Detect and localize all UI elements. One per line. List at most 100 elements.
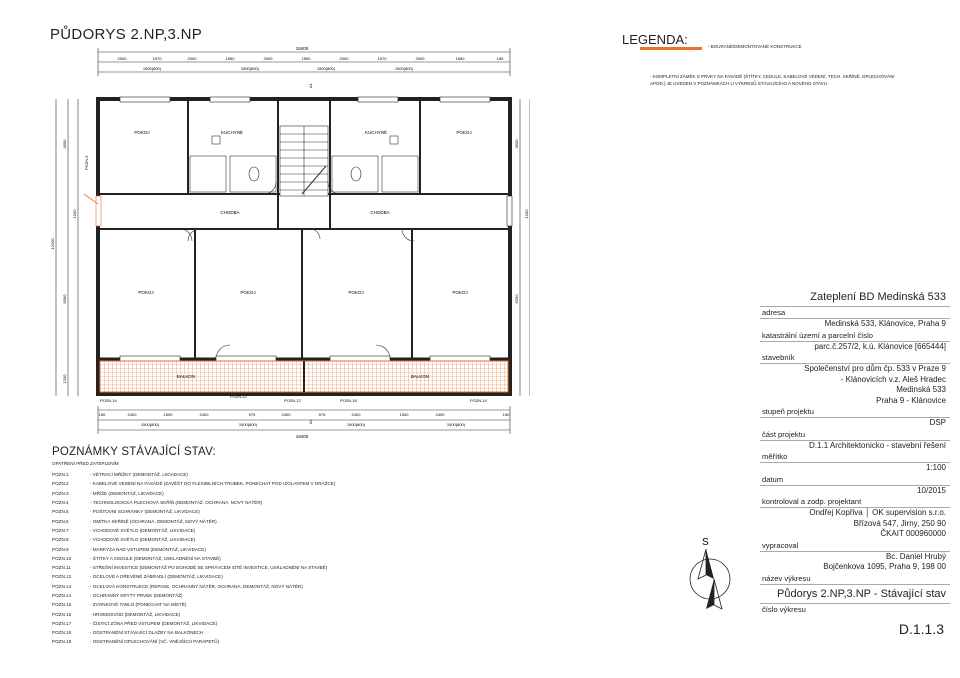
room-label: POKOJ — [452, 290, 467, 295]
value-meritko: 1:100 — [925, 463, 946, 472]
note-item: POZN.19- ODSTRANĚNÍ OPLECHOVÁNÍ (VČ. VNĚ… — [52, 639, 220, 645]
svg-text:1500(800): 1500(800) — [395, 66, 414, 71]
value-stavebnik: Praha 9 - Klánovice — [876, 395, 946, 405]
label-stupen: stupeň projektu — [760, 406, 950, 418]
legend-title: LEGENDA: — [622, 32, 688, 47]
note-item: POZN.11- STŘEŠNÍ INVESTICE (DEMONTÁŽ PO … — [52, 565, 328, 571]
north-arrow-icon: S — [689, 537, 731, 610]
note-item: POZN.1- VĚTRACÍ MŘÍŽKY (DEMONTÁŽ, LIKVID… — [52, 472, 188, 478]
project-name: Zateplení BD Medinská 533 — [760, 288, 950, 307]
windows — [95, 96, 513, 362]
room-label: POKOJ — [348, 290, 363, 295]
svg-text:1500(800): 1500(800) — [447, 422, 466, 427]
legend-demolition-swatch — [640, 47, 702, 50]
svg-text:1500(800): 1500(800) — [141, 422, 160, 427]
left-dimensions — [55, 99, 79, 396]
label-stavebnik: stavebník — [760, 352, 950, 364]
svg-text:A1: A1 — [308, 82, 313, 88]
room-labels: POKOJ KUCHYNĚ KUCHYNĚ POKOJ CHODBA CHODB… — [134, 128, 471, 379]
svg-text:2000: 2000 — [416, 56, 426, 61]
svg-text:6250: 6250 — [514, 294, 519, 304]
drawing-name: Půdorys 2.NP,3.NP - Stávající stav — [760, 585, 950, 604]
room-label: BALKON — [177, 374, 195, 379]
svg-text:2000: 2000 — [340, 56, 350, 61]
svg-text:1570: 1570 — [378, 56, 388, 61]
room-label: POKOJ — [240, 290, 255, 295]
note-item: POZN.12- OCELOVÉ A DŘEVĚNÉ ZÁBRADLÍ (DEM… — [52, 574, 223, 580]
note-item: POZN.17- ČISTICÍ ZÓNA PŘED VSTUPEM (DEMO… — [52, 620, 218, 626]
value-kontrol: Břízová 547, Jirny, 250 90 — [853, 518, 946, 528]
drawing-number: D.1.1.3 — [898, 620, 944, 637]
dim-top-segments: 2000 1570 2000 1550 2000 1550 2000 1570 … — [118, 56, 505, 61]
label-katastr: katastrální území a parcelní číslo — [760, 330, 950, 342]
room-label: POKOJ — [456, 130, 471, 135]
room-label: CHODBA — [370, 210, 389, 215]
room-label: POKOJ — [138, 290, 153, 295]
value-stavebnik: Medinská 533 — [896, 385, 946, 394]
svg-text:2400: 2400 — [200, 412, 210, 417]
label-vypracoval: vypracoval — [760, 540, 950, 552]
legend-demolition-label: - BOURANÉ/DEMONTOVANÉ KONSTRUKCE — [708, 44, 802, 49]
label-adresa: adresa — [760, 307, 950, 319]
svg-text:2400: 2400 — [436, 412, 446, 417]
note-item: POZN.16- HROMOSVOD (DEMONTÁŽ, LIKVIDACE) — [52, 611, 181, 617]
svg-text:A1: A1 — [308, 418, 313, 424]
svg-text:2400: 2400 — [352, 412, 362, 417]
dim-bottom-modules: 1500(800) 1500(800) 1500(800) 1500(800) — [141, 422, 466, 427]
svg-text:975: 975 — [319, 412, 326, 417]
svg-text:150: 150 — [503, 412, 510, 417]
svg-text:1200: 1200 — [62, 374, 67, 384]
svg-text:1500(800): 1500(800) — [241, 66, 260, 71]
svg-text:12200: 12200 — [50, 238, 55, 250]
svg-text:POZN.12: POZN.12 — [230, 394, 247, 399]
room-label: CHODBA — [220, 210, 239, 215]
note-item: POZN.3- MŘÍŽE (DEMONTÁŽ, LIKVIDACE) — [52, 490, 164, 496]
value-stupen: DSP — [929, 418, 946, 427]
svg-text:1500: 1500 — [164, 412, 174, 417]
right-dimensions — [519, 99, 530, 396]
svg-text:2400: 2400 — [282, 412, 292, 417]
label-cast: část projektu — [760, 429, 950, 441]
svg-text:1500(800): 1500(800) — [347, 422, 366, 427]
note-item: POZN.7- VCHODOVÉ SVĚTLO (DEMONTÁŽ, LIKVI… — [52, 527, 196, 533]
position-callouts: POZN.9 POZN.14 POZN.12 POZN.12 POZN.18 P… — [84, 82, 487, 424]
svg-text:1550: 1550 — [226, 56, 236, 61]
compass-label: S — [702, 537, 709, 548]
label-nazev: název výkresu — [760, 573, 950, 585]
svg-text:4500: 4500 — [62, 139, 67, 149]
label-datum: datum — [760, 474, 950, 486]
svg-text:2000: 2000 — [188, 56, 198, 61]
value-stavebnik: Společenství pro dům čp. 533 v Praze 9 — [804, 364, 946, 373]
svg-text:150: 150 — [497, 56, 504, 61]
value-datum: 10/2015 — [917, 485, 946, 495]
value-kontrol: Ondřej Kopřiva │ OK supervision s.r.o. — [809, 508, 946, 517]
notes-subtitle: OPATŘENÍ PŘED ZATEPLENÍM — [52, 461, 119, 466]
dim-right: 4500 6250 1200 — [514, 139, 529, 304]
drawing-title: PŮDORYS 2.NP,3.NP — [50, 26, 203, 43]
dim-top-total: 18400 — [296, 46, 309, 51]
svg-text:POZN.14: POZN.14 — [100, 398, 117, 403]
label-cislo: číslo výkresu — [762, 604, 806, 614]
note-item: POZN.5- POŠTOVNÍ SCHRÁNKY (DEMONTÁŽ, LIK… — [52, 509, 200, 515]
svg-text:1500(800): 1500(800) — [143, 66, 162, 71]
svg-text:975: 975 — [249, 412, 256, 417]
title-block: Zateplení BD Medinská 533 adresa Medinsk… — [760, 288, 950, 637]
dim-left: 4500 1200 12200 6000 1200 — [50, 139, 77, 384]
svg-text:1650: 1650 — [456, 56, 466, 61]
svg-text:POZN.14: POZN.14 — [470, 398, 487, 403]
note-item: POZN.15- ZVONKOVÉ TABLO (PONECHAT NA MÍS… — [52, 602, 187, 608]
legend-note: - KOMPLETNÍ ZÁMĚK S PRVKY NA FASÁDĚ (ŠTÍ… — [650, 74, 895, 86]
note-item: POZN.4- TECHNOLOGICKÁ PLECHOVÁ SKŘÍŇ (DE… — [52, 500, 263, 506]
bathroom-fixtures — [189, 135, 419, 193]
note-item: POZN.18- ODSTRANĚNÍ STÁVAJÍCÍ DLAŽBY NA … — [52, 630, 204, 636]
svg-text:1550: 1550 — [302, 56, 312, 61]
room-label: BALKON — [411, 374, 429, 379]
svg-text:2000: 2000 — [264, 56, 274, 61]
svg-text:1500(800): 1500(800) — [239, 422, 258, 427]
svg-text:150: 150 — [99, 412, 106, 417]
svg-text:6000: 6000 — [62, 294, 67, 304]
value-stavebnik: - Klánovicích v.z. Aleš Hradec — [840, 374, 946, 384]
label-meritko: měřítko — [760, 451, 950, 463]
dim-bottom-segments: 150 2400 1500 2400 975 2400 975 2400 150… — [99, 412, 510, 417]
note-item: POZN.13- OCELOVÁ KONSTRUKCE (REPASE, OCH… — [52, 583, 303, 589]
